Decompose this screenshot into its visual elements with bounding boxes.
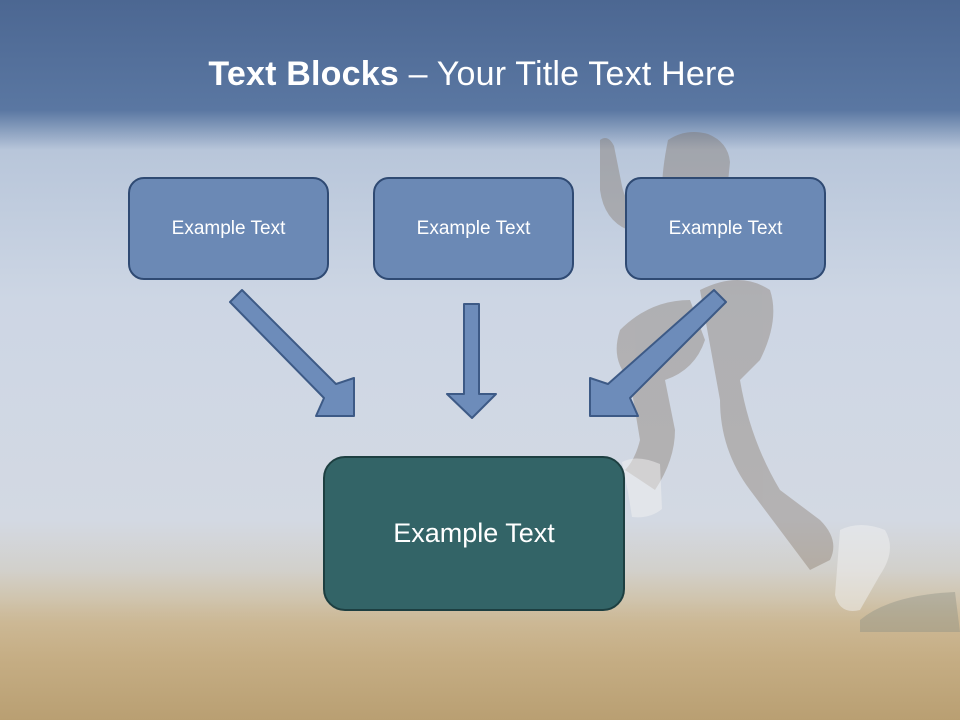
- text-block-2-label: Example Text: [416, 217, 531, 239]
- title-text: Your Title Text Here: [436, 55, 736, 93]
- arrow-down-left-icon: [589, 289, 727, 417]
- main-text-block-label: Example Text: [393, 518, 555, 548]
- text-block-1[interactable]: Example Text: [128, 177, 329, 280]
- text-block-1-label: Example Text: [171, 217, 286, 239]
- title-bold: Text Blocks: [208, 55, 399, 93]
- text-block-3-label: Example Text: [668, 217, 783, 239]
- arrow-down-icon: [446, 303, 497, 419]
- title-separator: –: [398, 55, 437, 93]
- main-text-block[interactable]: Example Text: [323, 456, 625, 611]
- slide-title: Text Blocks – Your Title Text Here: [0, 55, 944, 94]
- text-block-3[interactable]: Example Text: [625, 177, 826, 280]
- arrow-down-right-icon: [229, 289, 355, 417]
- text-block-2[interactable]: Example Text: [373, 177, 574, 280]
